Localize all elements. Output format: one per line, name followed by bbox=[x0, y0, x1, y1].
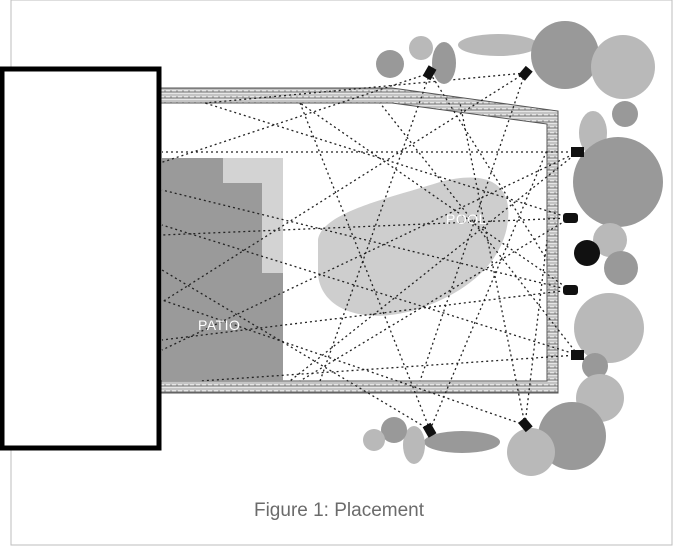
pool-label: POOL bbox=[446, 211, 487, 227]
light-ray bbox=[379, 102, 579, 356]
light-ray bbox=[289, 151, 579, 382]
shrub bbox=[376, 50, 404, 78]
light-fixture bbox=[571, 147, 584, 157]
light-ray bbox=[161, 269, 431, 431]
shrub bbox=[582, 353, 608, 379]
light-ray bbox=[161, 189, 571, 291]
light-ray bbox=[429, 149, 548, 431]
light-fixture bbox=[518, 417, 533, 433]
shrub bbox=[591, 35, 655, 99]
light-ray bbox=[161, 289, 571, 341]
shrub bbox=[507, 428, 555, 476]
light-ray bbox=[524, 239, 548, 426]
light-ray bbox=[419, 72, 526, 382]
shrub bbox=[604, 251, 638, 285]
light-ray bbox=[161, 72, 526, 303]
patio-label: PATIO bbox=[198, 317, 240, 333]
figure-caption: Figure 1: Placement bbox=[254, 500, 425, 521]
light-fixture bbox=[563, 213, 578, 223]
light-rays bbox=[159, 72, 579, 431]
light-fixtures bbox=[422, 65, 584, 438]
light-ray bbox=[161, 217, 571, 236]
shrub bbox=[403, 426, 425, 464]
shrubs bbox=[363, 21, 663, 476]
light-ray bbox=[429, 72, 548, 261]
light-fixture bbox=[563, 285, 578, 295]
shrub bbox=[593, 223, 627, 257]
light-ray bbox=[161, 299, 526, 426]
shrub bbox=[363, 429, 385, 451]
light-fixture bbox=[422, 422, 437, 438]
shrub bbox=[573, 137, 663, 227]
shrub bbox=[574, 293, 644, 363]
shrub bbox=[531, 21, 599, 89]
light-ray bbox=[299, 102, 431, 431]
light-ray bbox=[204, 72, 526, 104]
light-ray bbox=[204, 102, 571, 219]
shrub bbox=[409, 36, 433, 60]
light-fixture bbox=[518, 65, 533, 81]
pool bbox=[318, 177, 509, 316]
patio bbox=[162, 158, 283, 381]
light-fixture bbox=[422, 65, 437, 81]
shrub bbox=[432, 42, 456, 84]
house bbox=[0, 66, 162, 451]
shrub bbox=[381, 417, 407, 443]
shrub bbox=[538, 402, 606, 470]
shrub bbox=[574, 240, 600, 266]
shrub bbox=[612, 101, 638, 127]
shrub bbox=[424, 431, 500, 453]
light-ray bbox=[199, 354, 579, 382]
light-ray bbox=[161, 151, 579, 351]
light-fixture bbox=[571, 350, 584, 360]
shrub bbox=[458, 34, 538, 56]
